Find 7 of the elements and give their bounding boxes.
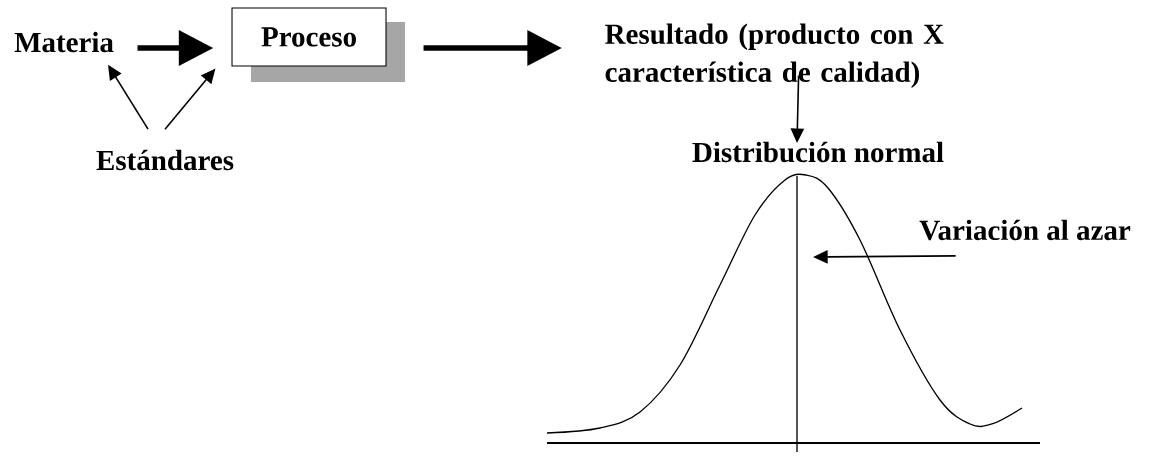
label-text: Variación al azar [919, 219, 1131, 241]
result-text: Resultado (producto con X característica de calidad) [605, 23, 944, 88]
label-text: Estándares [96, 149, 234, 171]
bell-curve-drawing [546, 173, 1041, 453]
process-box: Proceso [231, 7, 405, 82]
label-text: Distribución normal [692, 141, 944, 163]
label-text: Materia [14, 31, 114, 53]
